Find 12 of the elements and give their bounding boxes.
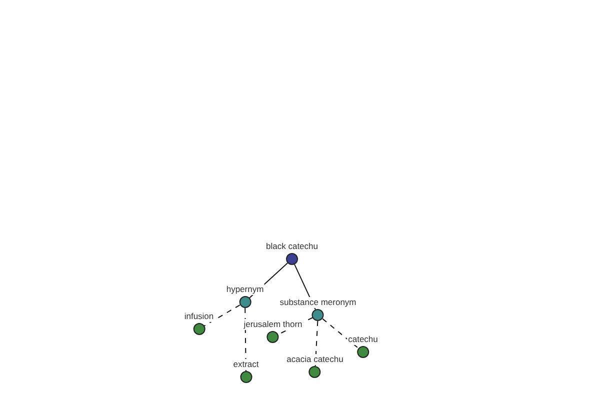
- node-label: jerusalem thorn: [242, 319, 304, 330]
- node-label: infusion: [183, 311, 215, 322]
- node-label: acacia catechu: [286, 354, 344, 365]
- node-label: hypernym: [225, 284, 265, 295]
- node-label: substance meronym: [278, 297, 358, 308]
- dashed-line: [204, 304, 240, 326]
- dashed-line: [314, 320, 318, 366]
- dashed-line: [244, 308, 246, 372]
- dashed-line: [322, 318, 359, 349]
- node-label: extract: [232, 359, 260, 370]
- node-label: black catechu: [265, 241, 319, 252]
- node-label: catechu: [347, 334, 379, 345]
